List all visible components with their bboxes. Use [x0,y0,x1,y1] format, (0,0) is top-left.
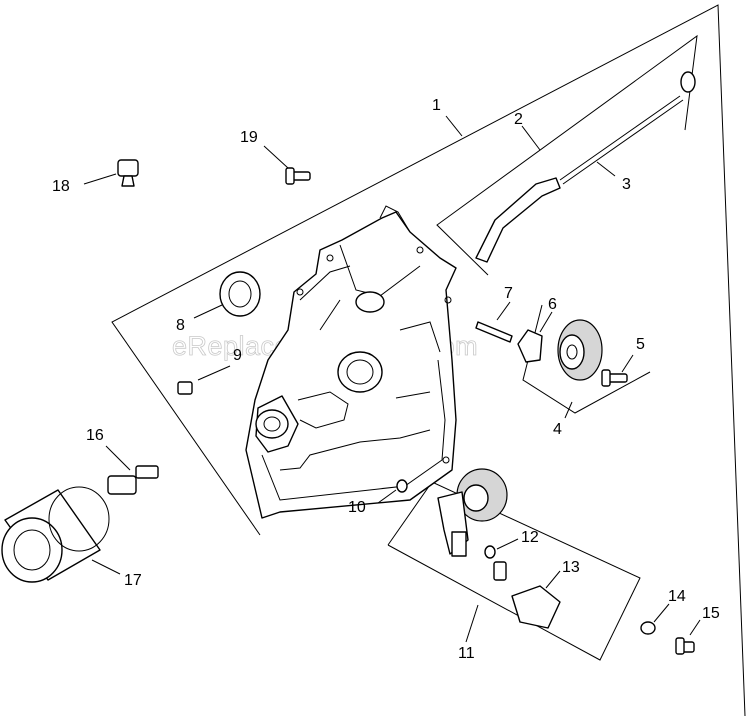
dipstick-part [559,71,696,185]
oil-pump-part [437,468,508,557]
closure-plate-part [245,205,457,519]
screw-part [675,637,695,655]
sensor-part [117,159,139,187]
oil-pickup-part [493,561,561,629]
callout-14: 14 [668,588,686,605]
callout-11: 11 [458,645,475,662]
callout-17: 17 [124,572,142,589]
plug-part [177,381,193,395]
frame-dipstick-assembly [436,34,698,276]
breather-screw-part [285,167,311,185]
callout-19: 19 [240,129,258,146]
washer-part [640,621,656,635]
callout-18: 18 [52,178,70,195]
o-ring-part [396,479,408,493]
bolt-part [601,369,628,387]
callout-9: 9 [233,347,242,364]
callout-10: 10 [348,499,366,516]
callout-4: 4 [553,421,562,438]
callout-12: 12 [521,529,539,546]
callout-13: 13 [562,559,580,576]
callout-3: 3 [622,176,631,193]
frame-closure-plate-assembly [111,4,746,716]
frame-oil-pump-assembly [387,481,641,661]
oil-filter-part [1,486,110,583]
pump-o-ring-part [484,545,496,559]
callout-8: 8 [176,317,185,334]
callout-labels: 1 2 3 4 5 6 7 8 9 10 11 12 13 14 15 16 1… [52,97,720,662]
callout-16: 16 [86,427,104,444]
dipstick-tube-part [475,177,561,263]
adapter-nipple-part [107,465,159,495]
callout-2: 2 [514,111,523,128]
pin-part [475,321,513,343]
callout-1: 1 [432,97,441,114]
callout-7: 7 [504,285,513,302]
leader-lines [83,115,701,643]
gear-part [557,319,603,381]
clip-part [517,329,543,363]
callout-5: 5 [636,336,645,353]
oil-seal-part [219,271,261,317]
callout-6: 6 [548,296,557,313]
callout-15: 15 [702,605,720,622]
